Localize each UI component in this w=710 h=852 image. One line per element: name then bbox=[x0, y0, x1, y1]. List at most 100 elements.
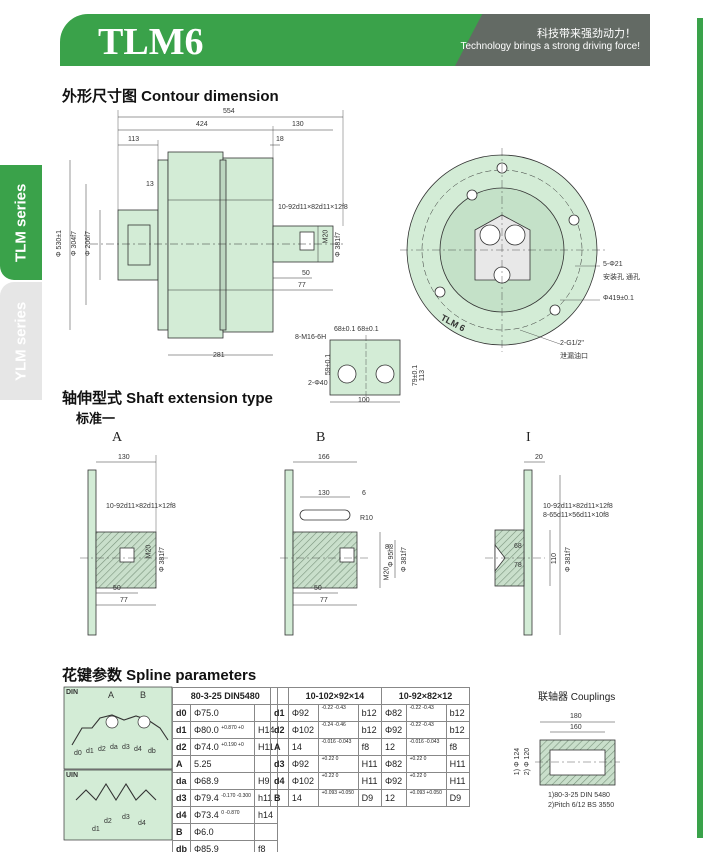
coupling-dim-120: 2) Φ 120 bbox=[524, 747, 532, 776]
i-dim-shaft: Φ 381f7 bbox=[565, 546, 573, 573]
a-dim-77: 77 bbox=[120, 597, 128, 604]
din-d4: d4 bbox=[134, 746, 142, 753]
uin-d4: d4 bbox=[138, 820, 146, 827]
table2-header-1: 10-102×92×14 bbox=[287, 687, 382, 705]
dim-phi206: Φ 206f7 bbox=[85, 230, 93, 257]
shaft-b-view bbox=[280, 461, 396, 636]
a-dim-m20: M20 bbox=[145, 544, 153, 559]
flange-detail bbox=[329, 335, 401, 403]
section-contour-title: 外形尺寸图 Contour dimension bbox=[62, 88, 279, 105]
i-dim-spline1: 10-92d11×82d11×12f8 bbox=[543, 503, 613, 510]
b-dim-95: Φ 95h8 bbox=[388, 543, 396, 568]
b-dim-shaft: Φ 381f7 bbox=[401, 546, 409, 573]
coupling-dim-180: 180 bbox=[570, 713, 582, 720]
a-dim-130: 130 bbox=[118, 454, 130, 461]
dim-59: 59±0.1 bbox=[325, 353, 333, 376]
din-b-label: B bbox=[140, 690, 147, 700]
header-banner: TLM6 科技带来强劲动力！ Technology brings a stron… bbox=[60, 14, 650, 66]
b-dim-166: 166 bbox=[318, 454, 330, 461]
motor-body-right bbox=[222, 157, 274, 333]
header-dark-band bbox=[455, 14, 650, 66]
dim-130: 130 bbox=[292, 121, 304, 128]
dim-18: 18 bbox=[276, 136, 284, 143]
dim-281: 281 bbox=[213, 352, 225, 359]
a-dim-50: 50 bbox=[113, 585, 121, 592]
dim-113b: 113 bbox=[419, 369, 427, 382]
din-d0: d0 bbox=[74, 750, 82, 757]
a-dim-spline: 10-92d11×82d11×12f8 bbox=[106, 503, 176, 510]
a-dim-shaft: Φ 381f7 bbox=[159, 546, 167, 573]
dim-m20: M20 bbox=[322, 229, 330, 244]
b-dim-6: 6 bbox=[362, 490, 366, 497]
i-dim-110: 110 bbox=[551, 552, 559, 565]
dim-2phi40: 2-Φ40 bbox=[308, 380, 328, 387]
dim-holes: 5-Φ21 bbox=[603, 261, 623, 268]
uin-d2: d2 bbox=[104, 818, 112, 825]
dim-phi304: Φ 304f7 bbox=[71, 230, 79, 257]
din-label: DIN bbox=[66, 689, 79, 696]
dim-shaft: Φ 381f7 bbox=[335, 231, 343, 258]
dim-100: 100 bbox=[358, 397, 370, 404]
dim-holes-note: 安装孔 通孔 bbox=[603, 274, 640, 281]
coupling-drawing bbox=[535, 721, 620, 786]
motor-flange bbox=[157, 159, 169, 331]
b-dim-77: 77 bbox=[320, 597, 328, 604]
dim-113: 113 bbox=[128, 136, 140, 143]
page-title: TLM6 bbox=[98, 21, 204, 63]
slogan-english: Technology brings a strong driving force… bbox=[460, 41, 640, 52]
section-standard-label: 标准一 bbox=[76, 411, 116, 426]
dim-68: 68±0.1 68±0.1 bbox=[334, 326, 379, 333]
i-dim-68: 68 bbox=[514, 543, 522, 550]
dim-554: 554 bbox=[223, 108, 235, 115]
uin-d1: d1 bbox=[92, 826, 100, 833]
dim-m16: 8-M16-6H bbox=[295, 334, 327, 341]
spline-diagram-din bbox=[63, 686, 173, 770]
table1-header: 80-3-25 DIN5480 bbox=[171, 687, 279, 705]
shaft-i-view bbox=[485, 461, 561, 636]
dim-port-note: 泄漏油口 bbox=[560, 353, 588, 360]
din-db: db bbox=[148, 748, 156, 755]
din-da: da bbox=[110, 744, 118, 751]
i-dim-78: 78 bbox=[514, 562, 522, 569]
i-dim-spline2: 8-65d11×56d11×10f8 bbox=[543, 512, 609, 519]
b-dim-m20: M20 bbox=[383, 566, 391, 581]
uin-d3: d3 bbox=[122, 814, 130, 821]
view-label-a: A bbox=[112, 430, 123, 445]
motor-front-view bbox=[400, 148, 605, 352]
dim-77: 77 bbox=[298, 282, 306, 289]
coupling-note-1: 1)80-3-25 DIN 5480 bbox=[548, 792, 610, 799]
b-dim-8: 8 bbox=[385, 544, 389, 551]
coupling-dim-124: 1) Φ 124 bbox=[514, 747, 522, 776]
right-edge-bar bbox=[697, 18, 703, 838]
dim-phi530: Φ 530±1 bbox=[55, 230, 63, 257]
din-d1: d1 bbox=[86, 748, 94, 755]
view-label-b: B bbox=[316, 430, 326, 445]
table2-header-2: 10-92×82×12 bbox=[380, 687, 471, 705]
b-dim-50: 50 bbox=[314, 585, 322, 592]
b-dim-r10: R10 bbox=[360, 515, 373, 522]
shaft-a-view bbox=[80, 455, 170, 636]
coupling-note-2: 2)Pitch 6/12 BS 3550 bbox=[548, 802, 615, 809]
b-dim-130: 130 bbox=[318, 490, 330, 497]
din-d3: d3 bbox=[122, 744, 130, 751]
motor-body-left bbox=[167, 151, 224, 339]
section-spline-title: 花键参数 Spline parameters bbox=[62, 667, 257, 684]
dim-50: 50 bbox=[302, 270, 310, 277]
couplings-title: 联轴器 Couplings bbox=[538, 692, 616, 703]
